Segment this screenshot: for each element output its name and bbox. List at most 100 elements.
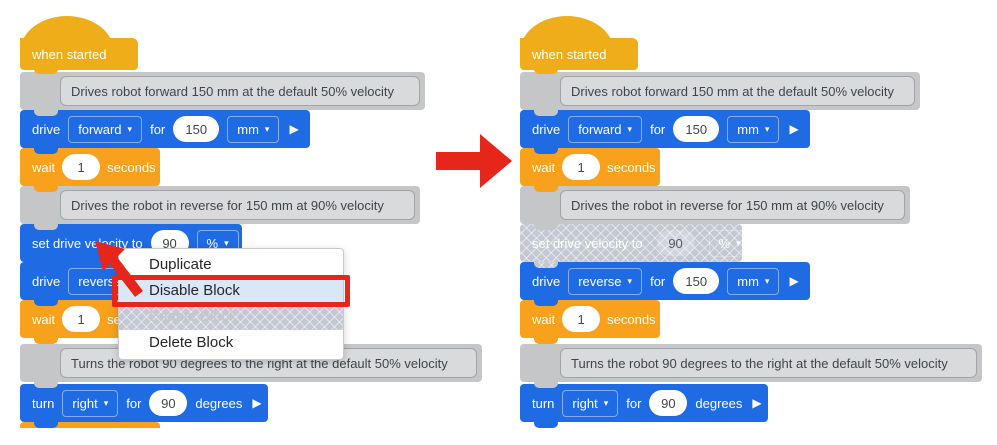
wait-block[interactable]: wait 1 seconds [20,148,160,192]
when-started-block[interactable]: when started [20,16,138,74]
block-label: wait [532,159,556,175]
block-label: for [650,273,666,289]
caret-down-icon: ▾ [264,123,270,134]
when-started-block[interactable]: when started [520,16,638,74]
block-bump [534,186,558,192]
caret-down-icon: ▾ [627,123,633,134]
unit-dropdown[interactable]: mm ▾ [727,267,780,295]
caret-down-icon: ▾ [603,397,609,408]
block-bump [34,68,58,74]
play-icon: ▶ [789,274,799,288]
value-input[interactable]: 1 [62,154,101,180]
caret-down-icon: ▾ [127,123,133,134]
block-label: degrees [195,395,243,411]
block-label: degrees [695,395,743,411]
value-input[interactable]: 1 [562,154,601,180]
value-input[interactable]: 150 [173,116,220,142]
turn-right-block[interactable]: turn right ▾ for 90 degrees ▶ [20,384,268,428]
unit-dropdown[interactable]: mm ▾ [727,115,780,143]
transition-arrow-icon [436,134,512,188]
value-input[interactable]: 150 [673,116,720,142]
value-input[interactable]: 150 [673,268,720,294]
caret-down-icon: ▾ [627,275,633,286]
block-bump [34,338,58,344]
dropdown-value: forward [78,121,122,137]
dropdown-value: mm [237,121,259,137]
block-label: seconds [107,159,156,175]
dropdown-value: % [206,235,219,251]
dropdown-value: reverse [78,273,122,289]
menu-item-enable-block: Enable Block [119,304,343,330]
dropdown-value: % [718,235,731,251]
unit-dropdown[interactable]: mm ▾ [227,115,280,143]
drive-reverse-block[interactable]: drive reverse ▾ for 150 mm ▾ ▶ [520,262,810,306]
wait-block[interactable]: wait 1 seconds [520,300,660,344]
direction-dropdown[interactable]: right ▾ [62,389,119,417]
block-label: drive [532,121,561,137]
block-label: turn [32,395,55,411]
comment-block-turn[interactable]: Turns the robot 90 degrees to the right … [520,344,982,388]
block-label: seconds [607,159,656,175]
block-bump [534,338,558,344]
block-bump [534,148,558,154]
play-icon: ▶ [752,396,762,410]
wait-block[interactable]: wait 1 seconds [520,148,660,192]
turn-right-block[interactable]: turn right ▾ for 90 degrees ▶ [520,384,768,428]
dropdown-value: forward [578,121,622,137]
comment-block-reverse[interactable]: Drives the robot in reverse for 150 mm a… [20,186,420,230]
block-bump [534,262,558,268]
direction-dropdown[interactable]: reverse ▾ [568,267,643,295]
dropdown-value: mm [737,121,759,137]
block-bump [34,110,58,116]
comment-text: Drives robot forward 150 mm at the defau… [560,76,915,106]
block-bump [34,300,58,306]
play-icon: ▶ [252,396,262,410]
set-velocity-block-disabled[interactable]: set drive velocity to 90 % ▾ [520,224,751,268]
value-input[interactable]: 90 [149,390,188,416]
block-bump [534,422,558,428]
block-label: drive [532,273,561,289]
drive-forward-block[interactable]: drive forward ▾ for 150 mm ▾ ▶ [520,110,810,154]
block-label: drive [32,121,61,137]
comment-text: Turns the robot 90 degrees to the right … [560,348,977,378]
block-label: wait [32,311,56,327]
block-bump [34,382,58,388]
comment-text: Drives robot forward 150 mm at the defau… [60,76,420,106]
dropdown-value: right [72,395,98,411]
comment-block-forward[interactable]: Drives robot forward 150 mm at the defau… [520,72,920,116]
caret-down-icon: ▾ [764,123,770,134]
value-input[interactable]: 1 [62,306,101,332]
next-block-peek[interactable] [20,422,160,428]
block-label: drive [32,273,61,289]
caret-down-icon: ▾ [736,237,741,248]
block-label: set drive velocity to [532,235,643,251]
comment-block-forward[interactable]: Drives robot forward 150 mm at the defau… [20,72,425,116]
menu-item-disable-block[interactable]: Disable Block [119,278,343,304]
block-label: wait [32,159,56,175]
block-bump [534,382,558,388]
direction-dropdown[interactable]: forward ▾ [568,115,643,143]
block-bump [34,422,58,428]
value-input[interactable]: 90 [649,390,688,416]
drive-forward-block[interactable]: drive forward ▾ for 150 mm ▾ ▶ [20,110,310,154]
value-input[interactable]: 90 [656,230,695,256]
dropdown-value: right [572,395,598,411]
menu-item-duplicate[interactable]: Duplicate [149,256,212,273]
block-bump [534,224,558,230]
block-label: turn [532,395,555,411]
block-label: for [126,395,142,411]
block-bump [534,68,558,74]
menu-item-delete-block[interactable]: Delete Block [149,334,234,351]
block-label: for [650,121,666,137]
direction-dropdown[interactable]: right ▾ [562,389,619,417]
block-bump [34,148,58,154]
unit-dropdown[interactable]: % ▾ [708,229,751,257]
play-icon: ▶ [289,122,299,136]
value-input[interactable]: 1 [562,306,601,332]
comment-block-reverse[interactable]: Drives the robot in reverse for 150 mm a… [520,186,910,230]
block-bump [534,300,558,306]
comment-text: Drives the robot in reverse for 150 mm a… [60,190,415,220]
direction-dropdown[interactable]: forward ▾ [68,115,143,143]
context-menu: Duplicate Disable Block Enable Block Del… [112,248,350,360]
dropdown-value: mm [737,273,759,289]
